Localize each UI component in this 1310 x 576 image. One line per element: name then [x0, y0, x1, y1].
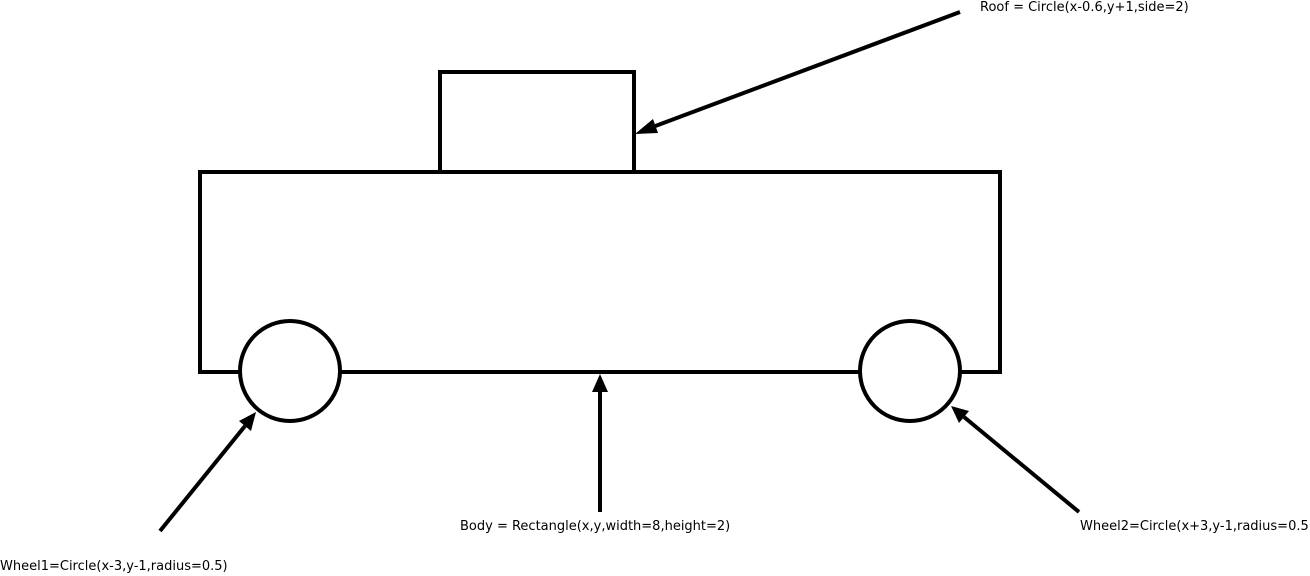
roof-annotation: Roof = Circle(x-0.6,y+1,side=2): [980, 0, 1189, 15]
wheel2-arrow: [951, 406, 1081, 514]
roof-arrow: [635, 10, 961, 134]
body-arrow: [592, 374, 608, 512]
wheel1-arrow: [158, 412, 256, 533]
car-wheel-left: [238, 319, 342, 423]
car-wheel-right: [858, 319, 962, 423]
wheel2-annotation: Wheel2=Circle(x+3,y-1,radius=0.5: [1080, 519, 1309, 534]
car-body: [198, 170, 1002, 374]
car-roof: [438, 70, 636, 174]
body-annotation: Body = Rectangle(x,y,width=8,height=2): [460, 519, 731, 534]
wheel1-annotation: Wheel1=Circle(x-3,y-1,radius=0.5): [0, 559, 228, 574]
